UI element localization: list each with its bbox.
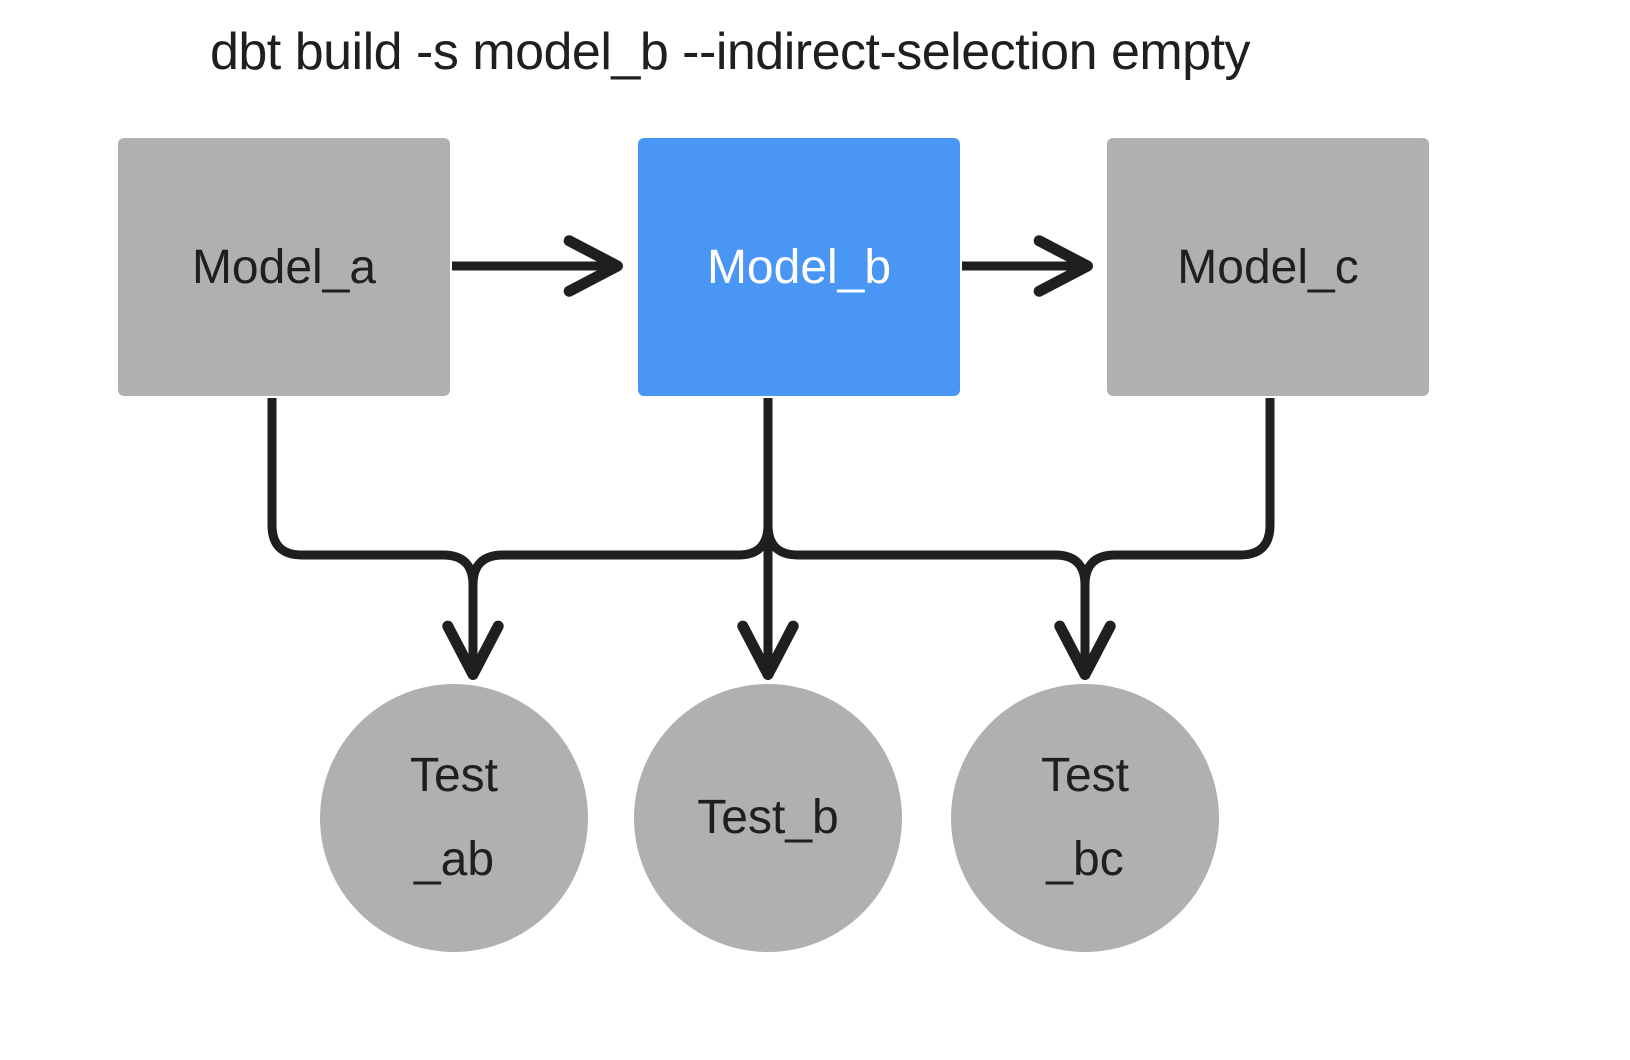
edge-model-c-to-test-bc [1080, 398, 1275, 675]
node-model-c[interactable]: Model_c [1107, 138, 1429, 396]
edge-model-b-to-test-ab [468, 398, 773, 675]
edge-model-b-to-test-bc [763, 398, 1116, 680]
node-model-c-label: Model_c [1177, 240, 1359, 294]
node-test-bc-label-line1: Test [1040, 749, 1130, 802]
node-test-ab-label-line2: _ab [413, 833, 495, 886]
node-test-ab[interactable]: Test _ab [320, 684, 588, 952]
node-test-b[interactable]: Test_b [634, 684, 902, 952]
node-model-b-label: Model_b [706, 240, 892, 294]
node-model-b[interactable]: Model_b [638, 138, 960, 396]
node-test-b-label-line1: Test_b [697, 791, 839, 844]
page-title: dbt build -s model_b --indirect-selectio… [209, 23, 1251, 81]
edge-model-a-to-test-ab [267, 398, 504, 680]
node-model-a-label: Model_a [191, 240, 377, 294]
node-test-bc[interactable]: Test _bc [951, 684, 1219, 952]
node-test-ab-label-line1: Test [409, 749, 499, 802]
node-test-bc-label-line2: _bc [1046, 833, 1124, 886]
node-model-a[interactable]: Model_a [118, 138, 450, 396]
